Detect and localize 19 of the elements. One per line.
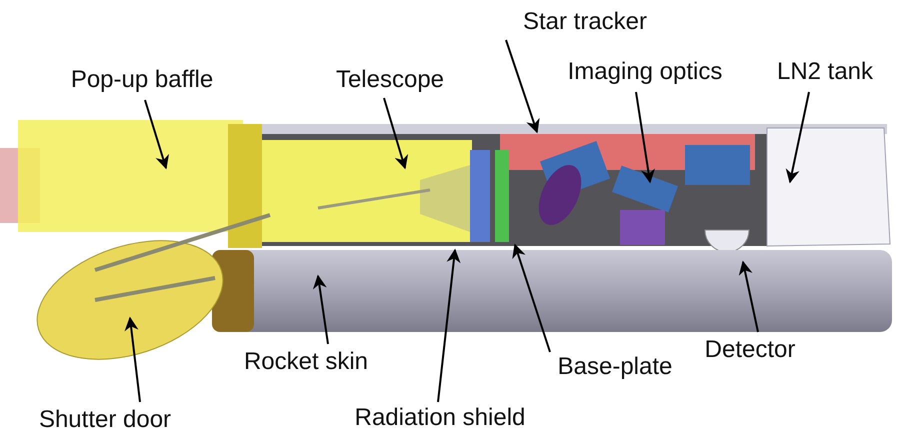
leader-arrow bbox=[786, 92, 810, 184]
part-label: Radiation shield bbox=[354, 404, 526, 432]
part-label: Telescope bbox=[336, 66, 444, 94]
part-label: Base-plate bbox=[558, 353, 672, 381]
leader-arrow bbox=[738, 260, 759, 332]
part-label: Detector bbox=[704, 336, 796, 364]
part-label: Rocket skin bbox=[244, 348, 368, 376]
leader-arrow bbox=[512, 244, 551, 352]
leader-arrow bbox=[505, 40, 540, 134]
leader-arrow bbox=[383, 98, 408, 170]
leader-arrow bbox=[144, 100, 169, 170]
leader-arrow bbox=[437, 248, 461, 402]
part-label: Star tracker bbox=[522, 8, 648, 36]
leader-arrow bbox=[124, 316, 141, 402]
part-label: Pop-up baffle bbox=[70, 66, 214, 94]
part-label: LN2 tank bbox=[776, 58, 874, 86]
leader-arrow bbox=[635, 92, 655, 184]
part-label: Shutter door bbox=[38, 406, 172, 434]
part-label: Imaging optics bbox=[568, 58, 722, 86]
